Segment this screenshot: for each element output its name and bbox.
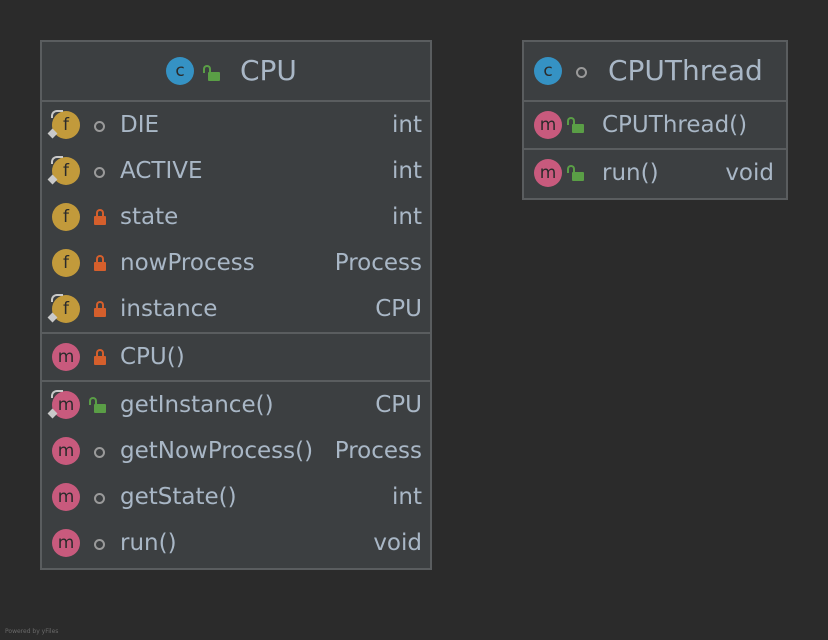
private-visibility-icon: [94, 255, 106, 271]
method-row[interactable]: m CPUThread(): [524, 102, 786, 148]
public-visibility-icon: [567, 165, 584, 181]
method-icon: m: [52, 343, 80, 371]
method-icon: m: [52, 483, 80, 511]
member-type: int: [392, 158, 422, 184]
method-icon: m: [52, 437, 80, 465]
private-visibility-icon: [94, 301, 106, 317]
class-cputhread-title: CPUThread: [608, 54, 763, 87]
member-name: CPU(): [120, 344, 185, 370]
package-visibility-icon: [576, 67, 587, 78]
private-visibility-icon: [94, 349, 106, 365]
package-visibility-icon: [94, 539, 105, 550]
public-visibility-icon: [89, 397, 106, 413]
private-visibility-icon: [94, 209, 106, 225]
class-cputhread[interactable]: c CPUThread m CPUThread() m run() void: [522, 40, 788, 200]
field-row[interactable]: f state int: [42, 194, 430, 240]
member-type: int: [392, 204, 422, 230]
method-row[interactable]: m getNowProcess() Process: [42, 428, 430, 474]
method-row[interactable]: m getState() int: [42, 474, 430, 520]
static-marker-icon: [47, 294, 63, 323]
public-visibility-icon: [203, 65, 220, 81]
method-icon: m: [534, 111, 562, 139]
static-marker-icon: [47, 156, 63, 185]
method-row[interactable]: m CPU(): [42, 334, 430, 380]
field-icon: f: [52, 249, 80, 277]
member-name: instance: [120, 296, 218, 322]
class-c-icon: c: [534, 57, 562, 85]
method-row[interactable]: m run() void: [42, 520, 430, 566]
member-name: state: [120, 204, 179, 230]
public-visibility-icon: [567, 117, 584, 133]
cpu-constructors-section: m CPU(): [42, 334, 430, 382]
member-name: getState(): [120, 484, 237, 510]
cputhread-constructors-section: m CPUThread(): [524, 102, 786, 150]
member-name: nowProcess: [120, 250, 255, 276]
package-visibility-icon: [94, 167, 105, 178]
method-icon: m: [52, 529, 80, 557]
member-name: run(): [602, 160, 659, 186]
member-type: Process: [334, 250, 422, 276]
class-cputhread-header[interactable]: c CPUThread: [524, 42, 786, 102]
package-visibility-icon: [94, 493, 105, 504]
footer-credit: Powered by yFiles: [5, 628, 59, 635]
member-type: int: [392, 484, 422, 510]
field-row[interactable]: f nowProcess Process: [42, 240, 430, 286]
package-visibility-icon: [94, 447, 105, 458]
member-name: ACTIVE: [120, 158, 203, 184]
member-type: Process: [334, 438, 422, 464]
member-type: int: [392, 112, 422, 138]
member-type: CPU: [375, 296, 422, 322]
member-name: DIE: [120, 112, 160, 138]
member-type: CPU: [375, 392, 422, 418]
member-type: void: [373, 530, 422, 556]
member-name: CPUThread(): [602, 112, 748, 138]
field-icon: f: [52, 203, 80, 231]
static-marker-icon: [47, 390, 63, 419]
member-type: void: [725, 160, 774, 186]
package-visibility-icon: [94, 121, 105, 132]
member-name: getInstance(): [120, 392, 274, 418]
member-name: run(): [120, 530, 177, 556]
class-cpu-title: CPU: [240, 54, 297, 87]
member-name: getNowProcess(): [120, 438, 314, 464]
method-icon: m: [534, 159, 562, 187]
class-c-icon: c: [166, 57, 194, 85]
static-marker-icon: [47, 110, 63, 139]
method-row[interactable]: m run() void: [524, 150, 786, 196]
cputhread-methods-section: m run() void: [524, 150, 786, 196]
cpu-methods-section: m getInstance() CPU m getNowProcess() Process…: [42, 382, 430, 566]
class-cpu-header[interactable]: c CPU: [42, 42, 430, 102]
